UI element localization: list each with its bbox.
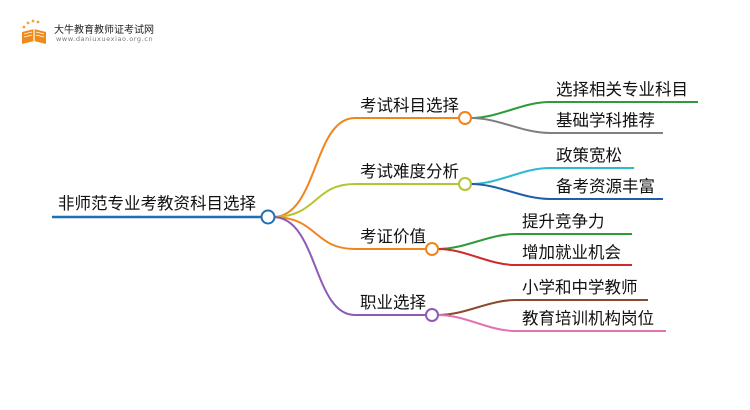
branch-connector-1 xyxy=(272,117,356,218)
leaf-connector-1-2 xyxy=(470,117,663,134)
leaf-connector-4-2 xyxy=(437,314,666,332)
leaf-topic-2-1: 政策宽松 xyxy=(556,146,622,165)
leaf-topic-2-2: 备考资源丰富 xyxy=(556,177,655,196)
branch-node-3 xyxy=(425,242,439,256)
leaf-topic-1-1: 选择相关专业科目 xyxy=(556,80,688,99)
leaf-topic-3-2: 增加就业机会 xyxy=(522,243,621,262)
root-node xyxy=(260,209,276,225)
leaf-topic-1-2: 基础学科推荐 xyxy=(556,111,655,130)
branch-topic-2: 考试难度分析 xyxy=(360,162,459,181)
branch-node-2 xyxy=(458,177,472,191)
root-topic: 非师范专业考教资科目选择 xyxy=(58,194,256,213)
branch-topic-1: 考试科目选择 xyxy=(360,96,459,115)
branch-connector-3 xyxy=(272,216,356,250)
branch-node-1 xyxy=(458,111,472,125)
leaf-connector-1-1 xyxy=(470,101,698,119)
leaf-connector-2-2 xyxy=(470,183,663,200)
leaf-topic-4-2: 教育培训机构岗位 xyxy=(522,309,654,328)
leaf-connector-3-2 xyxy=(437,248,632,266)
branch-topic-4: 职业选择 xyxy=(360,293,426,312)
leaf-topic-3-1: 提升竞争力 xyxy=(522,212,605,231)
branch-topic-3: 考证价值 xyxy=(360,227,426,246)
leaf-connector-3-1 xyxy=(437,233,632,250)
site-name: 大牛教育教师证考试网 xyxy=(54,25,154,36)
book-logo-icon xyxy=(22,19,46,44)
leaf-connector-2-1 xyxy=(470,167,634,185)
leaf-connector-4-1 xyxy=(437,299,648,316)
branch-connector-2 xyxy=(272,183,356,218)
branch-node-4 xyxy=(425,308,439,322)
site-url: www.daniuxuexiao.org.cn xyxy=(56,35,154,43)
branch-connector-4 xyxy=(272,216,356,316)
leaf-topic-4-1: 小学和中学教师 xyxy=(522,278,638,297)
site-logo[interactable]: 大牛教育教师证考试网 www.daniuxuexiao.org.cn xyxy=(18,18,178,48)
